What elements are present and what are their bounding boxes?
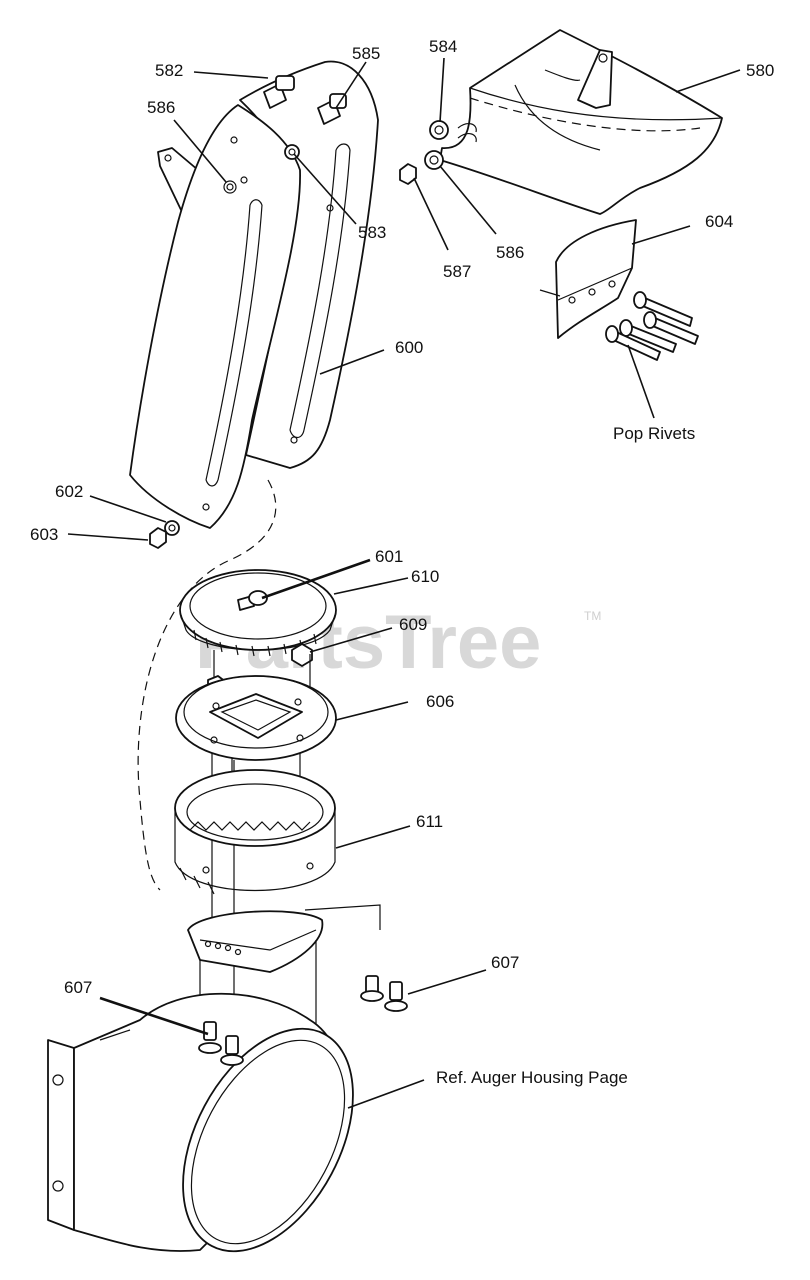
label-583: 583 [358, 223, 386, 242]
label-607-left: 607 [64, 978, 92, 997]
label-604: 604 [705, 212, 733, 231]
label-601: 601 [375, 547, 403, 566]
label-ref-auger-housing: Ref. Auger Housing Page [436, 1068, 628, 1087]
label-585: 585 [352, 44, 380, 63]
label-586-left: 586 [147, 98, 175, 117]
auger-housing [47, 992, 354, 1253]
label-600: 600 [395, 338, 423, 357]
label-607-right: 607 [491, 953, 519, 972]
leader-lines [67, 57, 741, 1109]
label-609: 609 [399, 615, 427, 634]
label-602: 602 [55, 482, 83, 501]
label-pop-rivets: Pop Rivets [613, 424, 695, 443]
upper-chute-600 [129, 60, 379, 549]
label-611: 611 [416, 812, 443, 831]
label-584: 584 [429, 37, 457, 56]
ring-606 [175, 675, 337, 761]
label-587: 587 [443, 262, 471, 281]
ring-610 [179, 569, 337, 667]
gear-ring-611 [174, 769, 336, 895]
label-606: 606 [426, 692, 454, 711]
screws-607 [198, 975, 408, 1066]
plate-604 [539, 219, 699, 361]
label-603: 603 [30, 525, 58, 544]
deflector-580 [399, 29, 723, 215]
label-580: 580 [746, 61, 774, 80]
label-582: 582 [155, 61, 183, 80]
lower-base [187, 904, 381, 1025]
watermark-trademark: TM [584, 609, 601, 623]
label-586-right: 586 [496, 243, 524, 262]
label-610: 610 [411, 567, 439, 586]
